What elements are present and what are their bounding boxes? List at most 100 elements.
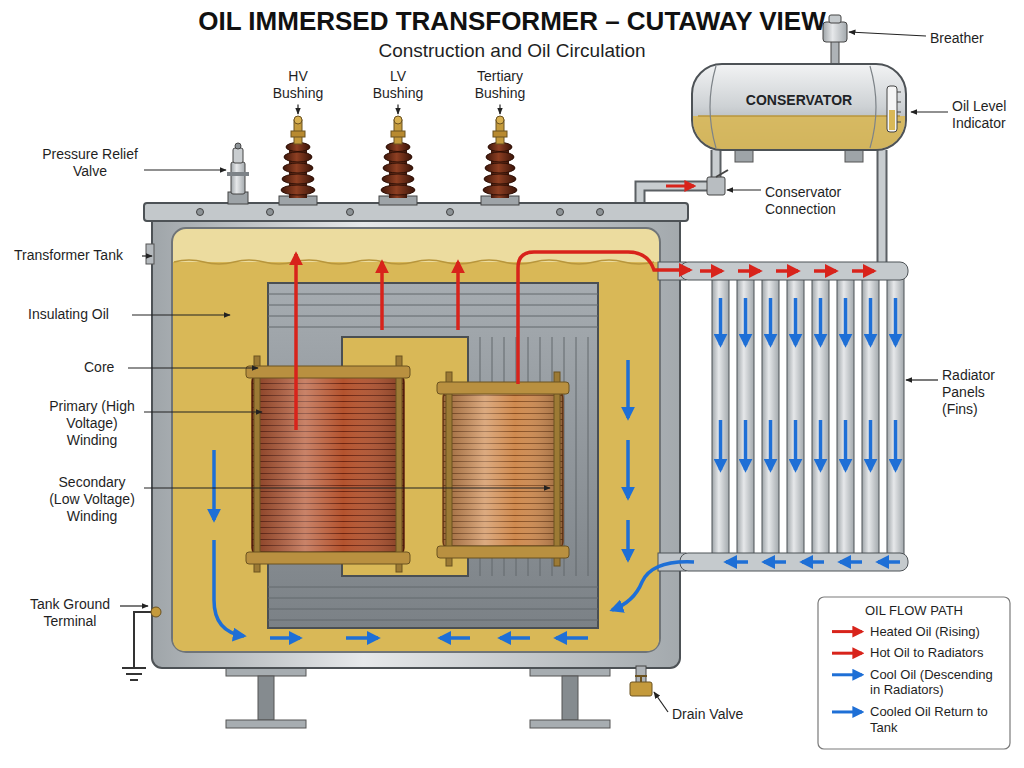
cool-oil-arrow bbox=[844, 298, 848, 345]
legend-arrow-sample bbox=[832, 673, 862, 676]
cool-oil-arrow bbox=[869, 420, 873, 470]
secondary-winding bbox=[446, 372, 452, 566]
part-label: Tank Ground Terminal bbox=[24, 596, 116, 630]
hot-oil-arrow bbox=[518, 252, 690, 384]
base-beam bbox=[562, 676, 578, 720]
secondary-winding bbox=[437, 382, 569, 394]
leader-line bbox=[144, 169, 226, 170]
cool-oil-arrow bbox=[869, 298, 873, 345]
cool-oil-arrow bbox=[500, 636, 530, 640]
hot-oil-arrow bbox=[776, 269, 798, 273]
conservator-pipe bbox=[666, 185, 694, 188]
hot-oil-arrow bbox=[738, 269, 760, 273]
transformer-tank bbox=[197, 209, 204, 216]
breather bbox=[829, 15, 841, 23]
legend-frame bbox=[818, 597, 1010, 749]
leader-line bbox=[654, 692, 668, 712]
drain-valve bbox=[636, 666, 646, 684]
cool-oil-arrow bbox=[764, 560, 786, 564]
cool-oil-arrow bbox=[878, 560, 900, 564]
part-label: HV Bushing bbox=[268, 68, 328, 102]
cool-oil-arrow bbox=[346, 636, 378, 640]
conservator-shape bbox=[870, 66, 876, 148]
drain-valve bbox=[630, 666, 652, 696]
primary-winding bbox=[252, 374, 404, 556]
cool-oil-arrow bbox=[894, 420, 898, 470]
part-label: Insulating Oil bbox=[28, 306, 128, 323]
part-label: Radiator Panels (Fins) bbox=[942, 367, 1016, 417]
leader-line bbox=[849, 32, 926, 36]
secondary-winding bbox=[437, 546, 569, 558]
base-beam bbox=[226, 720, 306, 728]
legend-arrow-sample bbox=[832, 630, 862, 633]
cool-oil-arrow bbox=[626, 440, 630, 498]
legend-frame bbox=[818, 597, 1010, 749]
conservator-tank: CONSERVATOR bbox=[690, 60, 908, 154]
radiator bbox=[862, 278, 879, 555]
part-label: Secondary (Low Voltage) Winding bbox=[44, 474, 140, 524]
cool-oil-arrow bbox=[626, 520, 630, 560]
transformer-tank bbox=[347, 209, 354, 216]
base-beam bbox=[530, 720, 610, 728]
node-text: CONSERVATOR bbox=[690, 60, 908, 109]
secondary-winding bbox=[443, 390, 563, 550]
cool-oil-arrow bbox=[626, 360, 630, 418]
transformer-tank bbox=[144, 203, 688, 668]
cool-oil-arrow bbox=[214, 298, 900, 638]
transformer-tank bbox=[267, 209, 274, 216]
primary-winding bbox=[246, 366, 410, 378]
conservator-pipe bbox=[879, 150, 886, 264]
ground-terminal bbox=[122, 607, 161, 680]
cool-oil-arrow bbox=[794, 298, 798, 345]
radiator bbox=[680, 262, 908, 280]
diagram-title: OIL IMMERSED TRANSFORMER – CUTAWAY VIEW bbox=[0, 6, 1024, 37]
cool-oil-arrow bbox=[819, 298, 823, 345]
hot-oil-arrow bbox=[852, 269, 874, 273]
pressure-relief-valve bbox=[233, 148, 243, 163]
drain-valve bbox=[635, 675, 647, 677]
part-label: Oil Level Indicator bbox=[952, 98, 1018, 132]
legend-text: Heated Oil (Rising) bbox=[870, 624, 1006, 640]
radiator bbox=[812, 278, 829, 555]
hot-oil-arrow bbox=[294, 254, 298, 430]
part-label: Drain Valve bbox=[672, 706, 762, 723]
conservator-pipe bbox=[877, 150, 888, 264]
conservator-shape bbox=[698, 115, 900, 117]
pressure-relief-valve bbox=[235, 143, 241, 149]
cool-oil-arrow bbox=[802, 560, 824, 564]
transformer-tank bbox=[146, 244, 154, 264]
conservator-shape bbox=[887, 86, 897, 132]
pressure-relief-valve bbox=[231, 162, 245, 194]
radiator bbox=[712, 278, 729, 555]
radiator bbox=[887, 278, 904, 555]
cool-oil-arrow bbox=[726, 560, 748, 564]
transformer-tank bbox=[172, 228, 660, 652]
transformer-tank bbox=[557, 209, 564, 216]
leader-line bbox=[144, 487, 550, 488]
base-beam bbox=[258, 676, 274, 720]
bushing bbox=[481, 116, 519, 205]
radiator bbox=[680, 262, 908, 571]
cool-oil-arrow bbox=[769, 298, 773, 345]
legend-text: Cool Oil (Descending in Radiators) bbox=[870, 667, 1006, 698]
cool-oil-arrow bbox=[612, 562, 694, 610]
cool-oil-arrow bbox=[719, 420, 723, 470]
primary-winding bbox=[246, 552, 410, 564]
leader-line bbox=[906, 379, 938, 380]
conservator-pipe bbox=[707, 177, 725, 195]
transformer-tank bbox=[152, 212, 680, 668]
leader-line bbox=[397, 105, 398, 114]
ground-terminal bbox=[122, 668, 146, 680]
leader-line bbox=[911, 111, 948, 112]
legend-text: Hot Oil to Radiators bbox=[870, 645, 1006, 661]
hot-oil-arrow bbox=[814, 269, 836, 273]
cool-oil-arrow bbox=[769, 420, 773, 470]
breather bbox=[823, 15, 847, 66]
cool-oil-arrow bbox=[719, 298, 723, 345]
transformer-tank bbox=[597, 209, 604, 216]
cool-oil-arrow bbox=[440, 636, 470, 640]
part-label: Primary (High Voltage) Winding bbox=[44, 398, 140, 448]
leader-lines bbox=[120, 32, 948, 712]
cool-oil-arrow bbox=[819, 420, 823, 470]
